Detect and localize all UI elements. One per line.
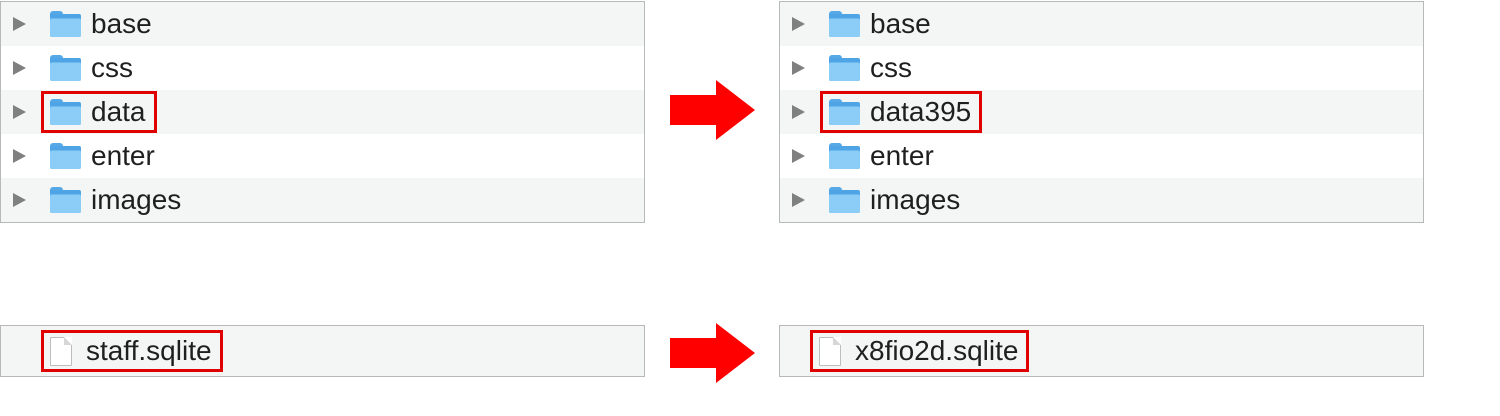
folder-name: css (91, 52, 133, 83)
list-item[interactable]: images (780, 178, 1423, 222)
folder-list-before: base css data enter (0, 1, 645, 223)
folder-icon (50, 143, 81, 169)
list-item[interactable]: data395 (780, 90, 1423, 134)
folder-icon (829, 55, 860, 81)
disclosure-triangle-icon[interactable] (13, 17, 26, 31)
folder-icon (50, 99, 81, 125)
folder-icon (50, 187, 81, 213)
arrow-right-icon (670, 80, 755, 140)
folder-name: images (91, 184, 182, 215)
folder-icon (50, 55, 81, 81)
list-item[interactable]: css (1, 46, 644, 90)
folder-name: enter (91, 140, 155, 171)
folder-name: css (870, 52, 912, 83)
disclosure-triangle-icon[interactable] (13, 105, 26, 119)
disclosure-triangle-icon[interactable] (13, 149, 26, 163)
disclosure-triangle-icon[interactable] (792, 105, 805, 119)
file-name: staff.sqlite (86, 335, 212, 366)
file-name: x8fio2d.sqlite (855, 335, 1019, 366)
disclosure-triangle-icon[interactable] (13, 61, 26, 75)
document-icon (819, 336, 841, 366)
folder-icon (829, 143, 860, 169)
highlighted-folder-item[interactable]: data395 (820, 91, 983, 133)
folder-list-after: base css data395 enter (779, 1, 1424, 223)
highlighted-folder-item[interactable]: data (41, 91, 157, 133)
document-icon (50, 336, 72, 366)
disclosure-triangle-icon[interactable] (792, 17, 805, 31)
highlighted-file-item[interactable]: staff.sqlite (41, 330, 223, 372)
folder-icon (829, 99, 860, 125)
highlighted-file-item[interactable]: x8fio2d.sqlite (810, 330, 1030, 372)
folder-icon (829, 187, 860, 213)
folder-item[interactable]: css (820, 47, 921, 89)
folder-item[interactable]: css (41, 47, 142, 89)
list-item[interactable]: css (780, 46, 1423, 90)
folder-icon (50, 11, 81, 37)
folder-icon (829, 11, 860, 37)
folder-name: enter (870, 140, 934, 171)
list-item[interactable]: enter (1, 134, 644, 178)
list-item[interactable]: images (1, 178, 644, 222)
disclosure-triangle-icon[interactable] (13, 193, 26, 207)
folder-name: images (870, 184, 961, 215)
list-item[interactable]: base (780, 2, 1423, 46)
list-item[interactable]: x8fio2d.sqlite (780, 326, 1423, 376)
arrow-right-icon (670, 323, 755, 383)
list-item[interactable]: base (1, 2, 644, 46)
folder-item[interactable]: base (41, 3, 161, 45)
file-list-before: staff.sqlite (0, 325, 645, 377)
list-item[interactable]: enter (780, 134, 1423, 178)
folder-name: base (91, 8, 152, 39)
list-item[interactable]: staff.sqlite (1, 326, 644, 376)
disclosure-triangle-icon[interactable] (792, 193, 805, 207)
list-item[interactable]: data (1, 90, 644, 134)
disclosure-triangle-icon[interactable] (792, 149, 805, 163)
disclosure-triangle-icon[interactable] (792, 61, 805, 75)
folder-item[interactable]: images (820, 179, 969, 221)
file-list-after: x8fio2d.sqlite (779, 325, 1424, 377)
folder-item[interactable]: enter (820, 135, 943, 177)
folder-item[interactable]: images (41, 179, 190, 221)
folder-item[interactable]: base (820, 3, 940, 45)
folder-item[interactable]: enter (41, 135, 164, 177)
folder-name: data (91, 96, 146, 127)
folder-name: base (870, 8, 931, 39)
folder-name: data395 (870, 96, 972, 127)
